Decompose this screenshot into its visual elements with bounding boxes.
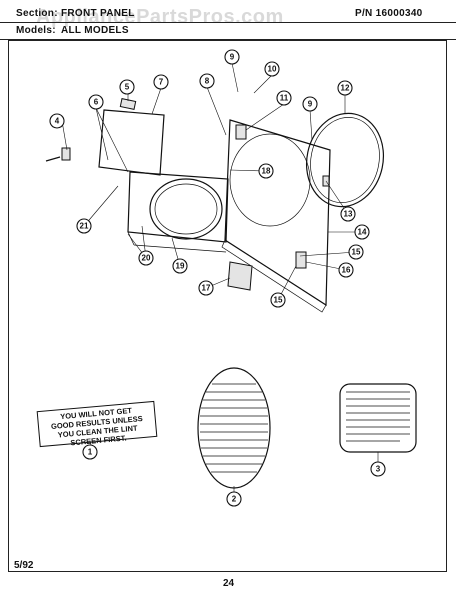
svg-text:15: 15 bbox=[274, 296, 283, 305]
callout-4: 4 bbox=[49, 113, 65, 129]
callout-10: 10 bbox=[264, 61, 280, 77]
callout-3: 3 bbox=[370, 461, 386, 477]
callout-8: 8 bbox=[199, 73, 215, 89]
warning-label-rect-text bbox=[346, 391, 410, 442]
part-number: P/N 16000340 bbox=[355, 8, 423, 19]
svg-text:18: 18 bbox=[262, 167, 271, 176]
svg-text:19: 19 bbox=[176, 262, 185, 271]
svg-text:15: 15 bbox=[352, 248, 361, 257]
drum-seal-ring-inner bbox=[310, 116, 380, 204]
inner-door-edge bbox=[127, 231, 135, 246]
callout-9-top: 9 bbox=[224, 49, 240, 65]
switch-mount bbox=[295, 251, 307, 269]
door-gasket-outer bbox=[149, 178, 223, 240]
callout-15-upper: 15 bbox=[348, 244, 364, 260]
svg-text:17: 17 bbox=[202, 284, 211, 293]
svg-text:1: 1 bbox=[88, 448, 93, 457]
svg-text:3: 3 bbox=[376, 465, 381, 474]
callout-18: 18 bbox=[258, 163, 274, 179]
svg-text:7: 7 bbox=[159, 78, 164, 87]
callout-14: 14 bbox=[354, 224, 370, 240]
callout-12: 12 bbox=[337, 80, 353, 96]
inner-door-edge-2 bbox=[133, 244, 227, 253]
drum-seal-ring bbox=[305, 112, 385, 208]
callout-9-right: 9 bbox=[302, 96, 318, 112]
svg-text:11: 11 bbox=[280, 94, 289, 103]
clip-part bbox=[119, 98, 137, 110]
door-gasket-inner bbox=[154, 183, 218, 235]
screw-bracket bbox=[61, 147, 71, 161]
screw-part bbox=[45, 156, 61, 162]
callout-7: 7 bbox=[153, 74, 169, 90]
svg-text:2: 2 bbox=[232, 495, 237, 504]
page-number: 24 bbox=[223, 578, 235, 589]
svg-text:6: 6 bbox=[94, 98, 99, 107]
callout-15-lower: 15 bbox=[270, 292, 286, 308]
cover-plate bbox=[98, 109, 165, 176]
inner-door-panel bbox=[127, 171, 229, 243]
switch-block bbox=[227, 261, 253, 291]
svg-text:14: 14 bbox=[358, 228, 367, 237]
callout-13: 13 bbox=[340, 206, 356, 222]
warning-label-oval bbox=[197, 367, 271, 489]
callout-19: 19 bbox=[172, 258, 188, 274]
callout-21: 21 bbox=[76, 218, 92, 234]
svg-text:10: 10 bbox=[268, 65, 277, 74]
callout-6: 6 bbox=[88, 94, 104, 110]
callout-16: 16 bbox=[338, 262, 354, 278]
svg-text:12: 12 bbox=[341, 84, 350, 93]
svg-text:13: 13 bbox=[344, 210, 353, 219]
models-value: ALL MODELS bbox=[61, 25, 129, 36]
section-value: FRONT PANEL bbox=[61, 8, 135, 19]
header-divider bbox=[0, 22, 456, 23]
front-panel-side bbox=[221, 239, 327, 313]
warning-label-oval-text bbox=[200, 383, 268, 473]
svg-text:20: 20 bbox=[142, 254, 151, 263]
svg-text:4: 4 bbox=[55, 117, 60, 126]
svg-text:16: 16 bbox=[342, 266, 351, 275]
callout-11: 11 bbox=[276, 90, 292, 106]
svg-text:5: 5 bbox=[125, 83, 130, 92]
callout-5: 5 bbox=[119, 79, 135, 95]
models-label: Models: bbox=[16, 25, 56, 36]
front-panel-opening bbox=[229, 133, 311, 227]
svg-text:9: 9 bbox=[308, 100, 313, 109]
svg-text:9: 9 bbox=[230, 53, 235, 62]
header-divider-bottom bbox=[0, 39, 456, 40]
revision-date: 5/92 bbox=[14, 560, 34, 571]
svg-text:8: 8 bbox=[205, 77, 210, 86]
callout-1: 1 bbox=[82, 444, 98, 460]
callout-20: 20 bbox=[138, 250, 154, 266]
leader-lines bbox=[61, 62, 379, 492]
callout-2: 2 bbox=[226, 491, 242, 507]
callout-17: 17 bbox=[198, 280, 214, 296]
front-panel-bracket bbox=[235, 124, 247, 140]
section-label: Section: bbox=[16, 8, 58, 19]
svg-text:21: 21 bbox=[80, 222, 89, 231]
diagram-frame bbox=[8, 40, 447, 572]
warning-label-rect bbox=[339, 383, 417, 453]
